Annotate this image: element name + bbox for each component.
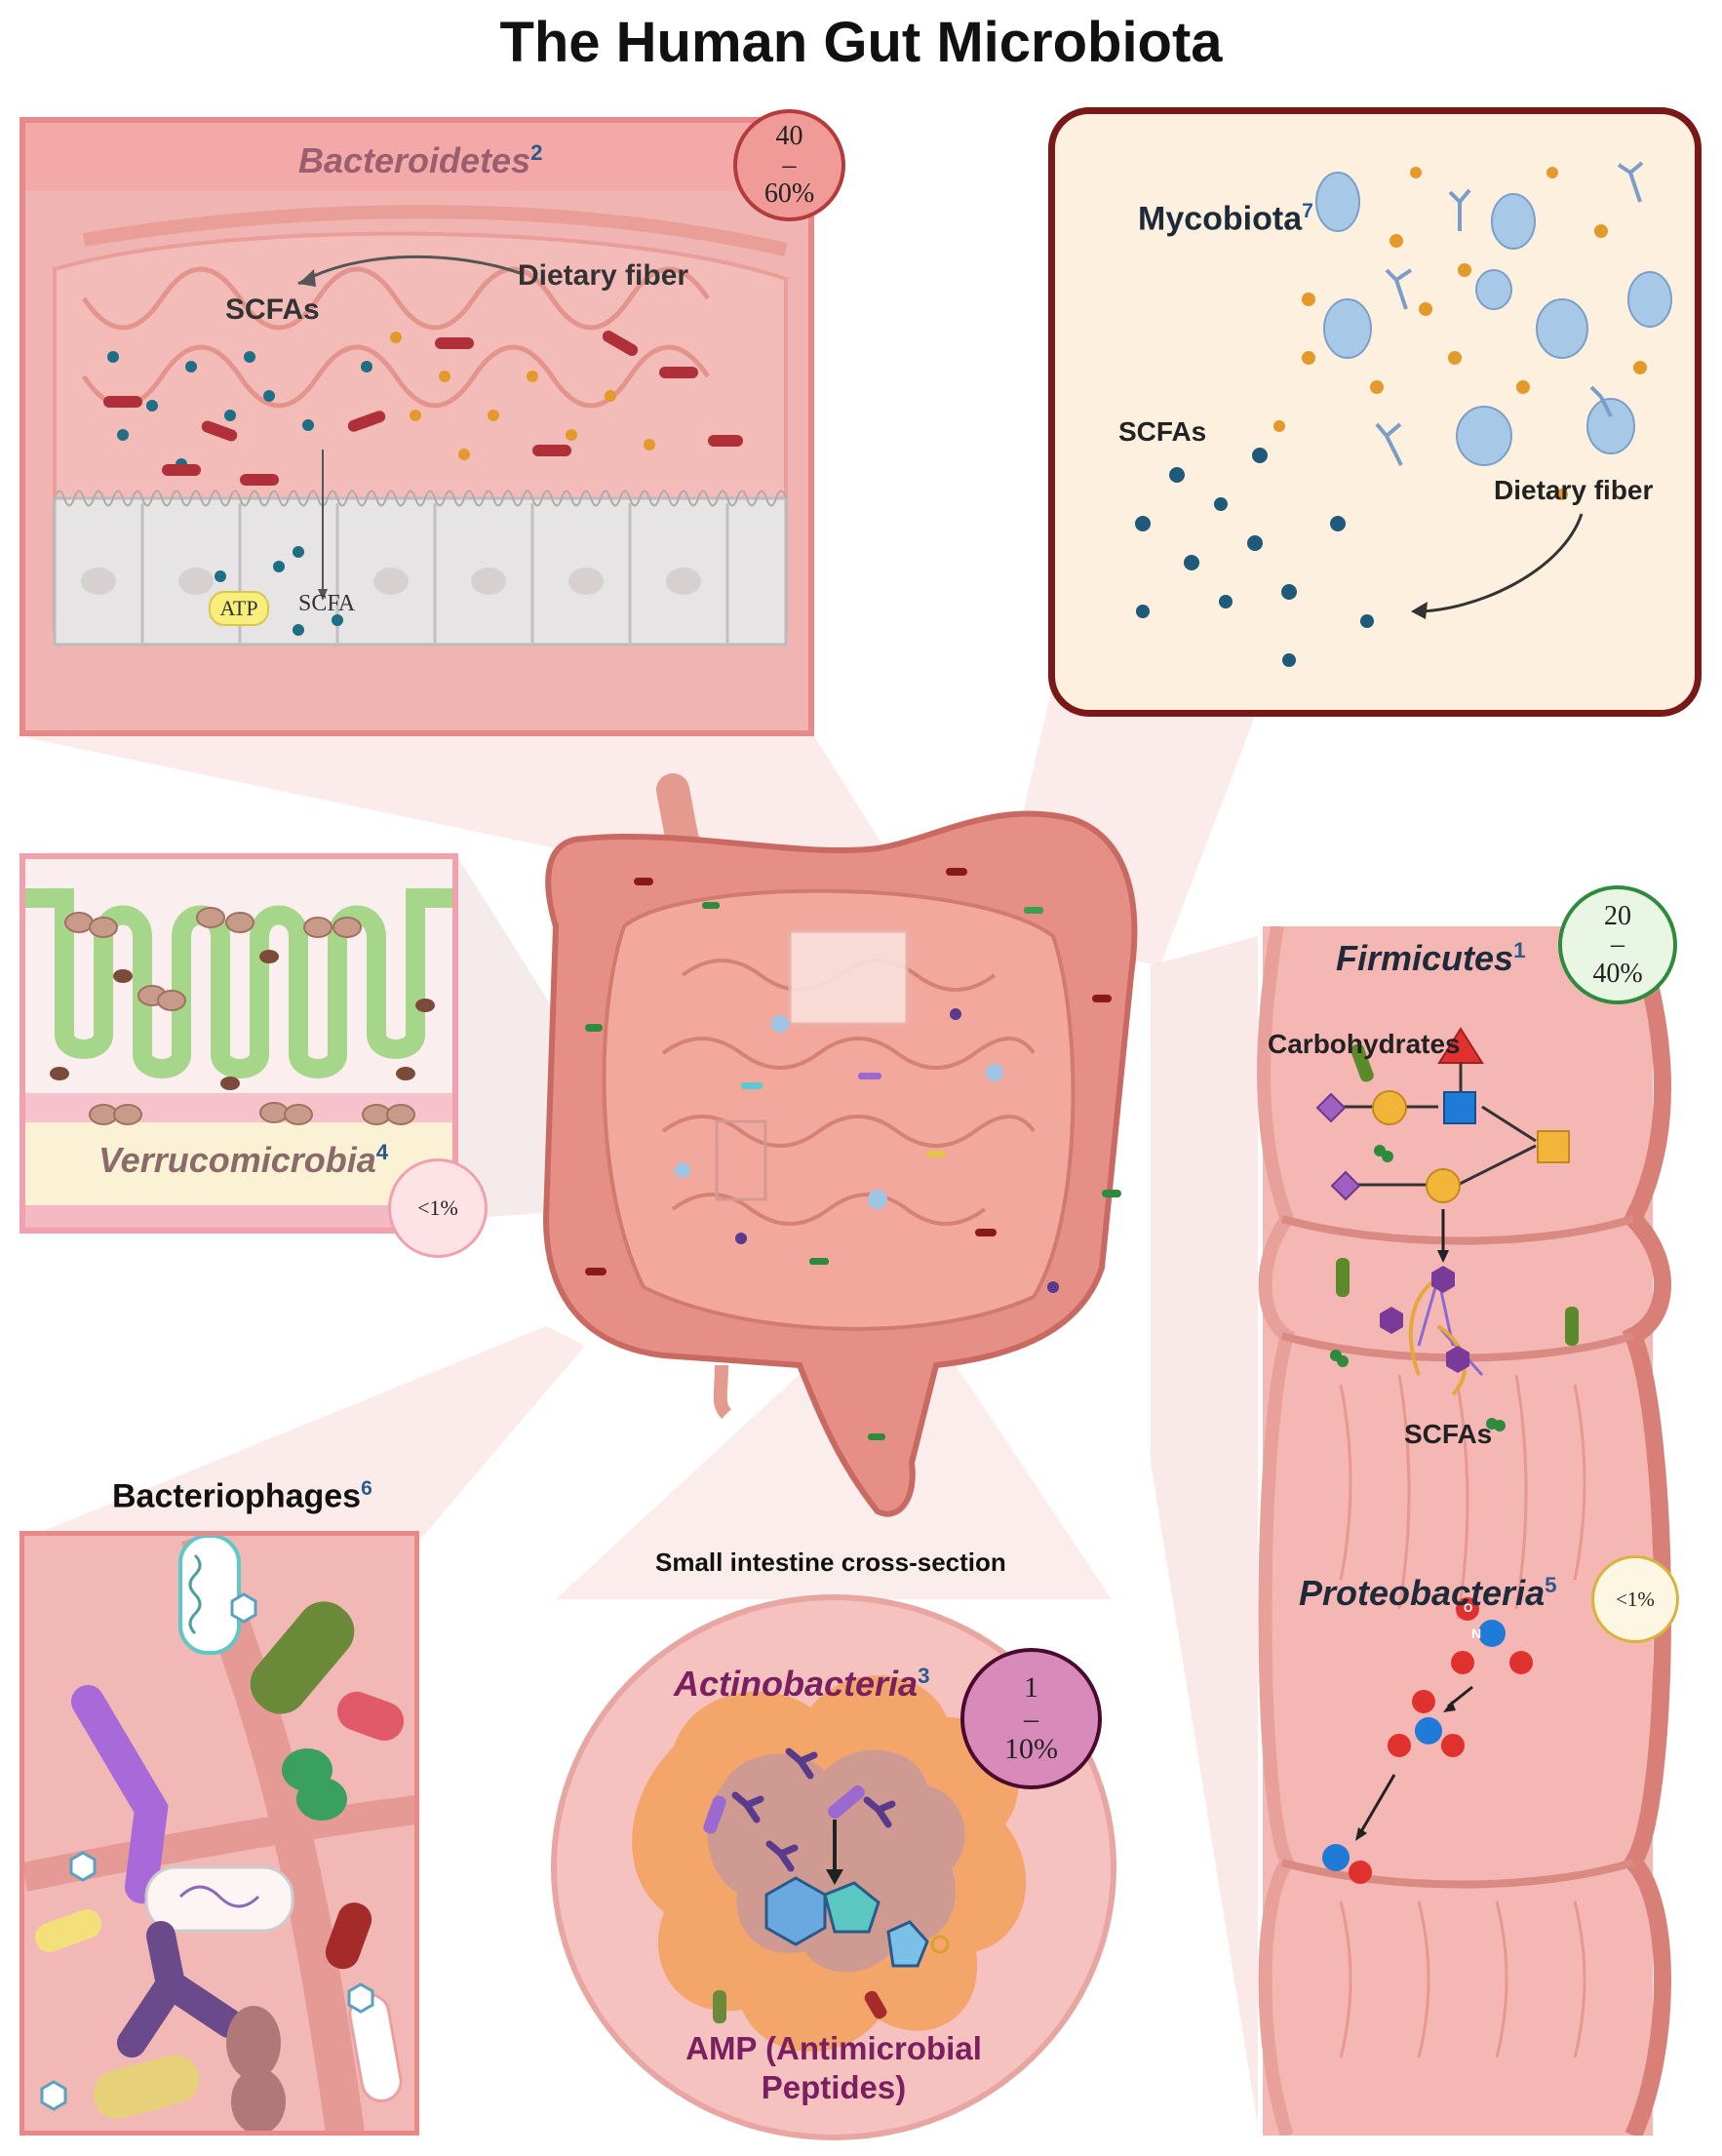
actinobacteria-name: Actinobacteria [674, 1664, 919, 1704]
bacteroidetes-badge-dash: – [782, 149, 797, 180]
bacteriophages-illustration [24, 1536, 414, 2131]
firmicutes-ref: 1 [1513, 938, 1526, 962]
bacteroidetes-panel: Bacteroidetes2 Dietary fiber SCFAs ATP S… [20, 117, 814, 736]
nitrogen-oxide-molecules [1322, 1597, 1533, 1884]
bacteroidetes-illustration [53, 205, 788, 647]
atp-badge: ATP [209, 591, 269, 626]
actinobacteria-badge-bottom: 10% [1004, 1733, 1058, 1766]
scfa-label: SCFA [298, 591, 356, 616]
proteobacteria-atom-o: O [1464, 1601, 1473, 1615]
carbohydrates-label: Carbohydrates [1268, 1029, 1461, 1059]
small-intestine-cross-section-label: Small intestine cross-section [655, 1548, 1006, 1577]
proteobacteria-badge-value: <1% [1616, 1587, 1655, 1611]
proteobacteria-atom-n: N [1471, 1626, 1482, 1641]
verrucomicrobia-name: Verrucomicrobia [98, 1140, 376, 1180]
bacteriophages-label: Bacteriophages6 [112, 1477, 372, 1515]
bacteroidetes-name: Bacteroidetes [298, 140, 531, 180]
actinobacteria-panel: Actinobacteria3 AMP (Antimicrobial Pepti… [551, 1594, 1116, 2140]
firmicutes-label: Firmicutes1 [1336, 938, 1525, 979]
bacteriophages-panel [20, 1531, 419, 2136]
amp-label-line2: Peptides) [761, 2068, 907, 2105]
actinobacteria-label: Actinobacteria3 [674, 1664, 930, 1705]
bacteroidetes-header-band [25, 123, 808, 191]
verrucomicrobia-badge-value: <1% [417, 1196, 458, 1221]
small-intestine-shape [602, 888, 1076, 1331]
mycobiota-ref: 7 [1302, 200, 1313, 222]
intestine-column-illustration [1257, 926, 1671, 2136]
firmicutes-proteobacteria-column: N O Firmicutes1 Carbohydrates SCFAs Prot… [1243, 926, 1677, 2136]
bacteriophages-ref: 6 [361, 1477, 372, 1500]
mycobiota-name: Mycobiota [1138, 200, 1303, 238]
mycobiota-panel: Mycobiota7 SCFAs Dietary fiber [1048, 107, 1702, 717]
firmicutes-badge-bottom: 40% [1592, 958, 1643, 989]
firmicutes-badge-dash: – [1611, 929, 1624, 960]
bacteroidetes-ref: 2 [530, 140, 543, 165]
scfas-label: SCFAs [225, 294, 320, 326]
bacteroidetes-badge-bottom: 60% [763, 178, 815, 210]
amp-label: AMP (Antimicrobial Peptides) [557, 2029, 1111, 2106]
mycobiota-label: Mycobiota7 [1138, 200, 1313, 238]
firmicutes-percent-badge: 20 – 40% [1558, 885, 1677, 1004]
proteobacteria-label: Proteobacteria5 [1299, 1573, 1557, 1614]
actinobacteria-percent-badge: 1 – 10% [960, 1648, 1102, 1789]
verrucomicrobia-ref: 4 [375, 1140, 389, 1164]
firmicutes-zoom-wedge [1151, 936, 1258, 2126]
firmicutes-badge-top: 20 [1604, 900, 1631, 931]
verrucomicrobia-zoom-box [715, 1119, 767, 1201]
bacteroidetes-zoom-box [788, 929, 909, 1026]
verrucomicrobia-label: Verrucomicrobia4 [98, 1140, 388, 1181]
verrucomicrobia-illustration [25, 888, 452, 1228]
firmicutes-name: Firmicutes [1336, 938, 1514, 978]
proteobacteria-name: Proteobacteria [1299, 1573, 1546, 1613]
bacteroidetes-percent-badge: 40 – 60% [733, 109, 845, 221]
dietary-fiber-label: Dietary fiber [518, 259, 689, 292]
appendix [713, 1364, 732, 1419]
page-title: The Human Gut Microbiota [499, 11, 1223, 74]
proteobacteria-ref: 5 [1545, 1573, 1557, 1597]
amp-label-line1: AMP (Antimicrobial [685, 2030, 982, 2066]
verrucomicrobia-percent-badge: <1% [388, 1158, 488, 1258]
actinobacteria-badge-top: 1 [1024, 1671, 1038, 1705]
firmicutes-scfas-label: SCFAs [1404, 1419, 1493, 1449]
bacteroidetes-label: Bacteroidetes2 [298, 140, 543, 181]
mycobiota-scfas-label: SCFAs [1118, 416, 1207, 447]
intestine-illustration [542, 773, 1138, 1517]
proteobacteria-percent-badge: <1% [1591, 1555, 1679, 1643]
bacteriophages-name: Bacteriophages [112, 1477, 362, 1515]
verrucomicrobia-panel: Verrucomicrobia4 [20, 853, 458, 1234]
bacteroidetes-badge-top: 40 [775, 121, 803, 152]
verrucomicrobia-zoom-wedge [458, 858, 741, 1219]
bacteriophages-zoom-wedge [20, 1326, 585, 1541]
actinobacteria-illustration [632, 1675, 1027, 2052]
intestine-microbes [585, 868, 1121, 1440]
mycobiota-illustration [1135, 161, 1672, 667]
actinobacteria-badge-dash: – [1024, 1702, 1038, 1735]
actinobacteria-zoom-wedge [556, 1365, 1112, 1599]
actinobacteria-ref: 3 [918, 1664, 930, 1688]
mycobiota-dietary-fiber-label: Dietary fiber [1494, 475, 1654, 505]
